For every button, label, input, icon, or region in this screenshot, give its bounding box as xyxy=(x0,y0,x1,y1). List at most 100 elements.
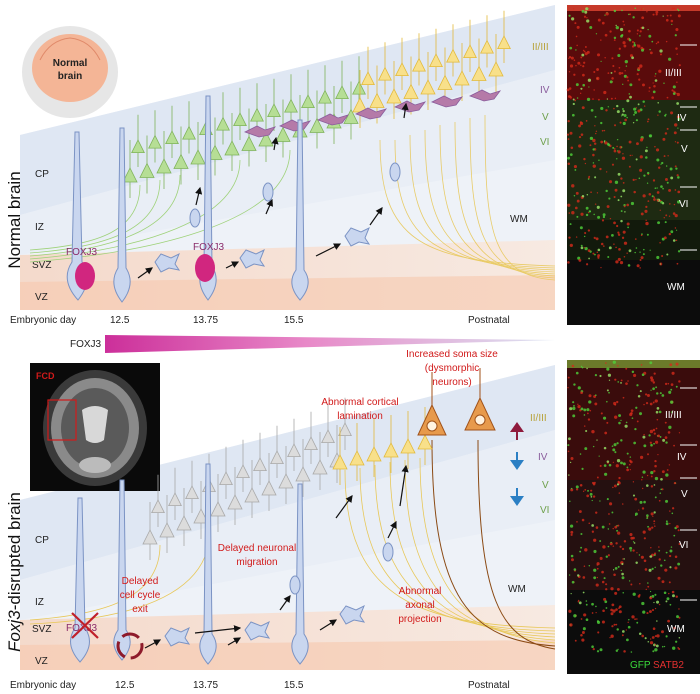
cell-speckle xyxy=(591,612,594,614)
cell-speckle xyxy=(600,242,604,246)
cell-speckle xyxy=(617,172,621,176)
cell-speckle xyxy=(626,452,629,455)
cell-speckle xyxy=(635,561,638,565)
cell-speckle xyxy=(669,14,672,17)
cell-speckle xyxy=(573,568,577,571)
cell-speckle xyxy=(596,205,600,209)
cell-speckle xyxy=(613,39,616,42)
cell-speckle xyxy=(604,472,608,476)
cell-speckle xyxy=(612,545,615,547)
cell-speckle xyxy=(622,462,626,466)
cp-band-b xyxy=(20,365,555,580)
cell-speckle xyxy=(674,123,678,127)
cell-speckle xyxy=(605,189,608,193)
cell-speckle xyxy=(605,583,608,586)
cell-speckle xyxy=(628,38,631,40)
cell-speckle xyxy=(651,636,655,639)
cell-speckle xyxy=(656,407,660,410)
cell-speckle xyxy=(610,541,612,544)
cell-speckle xyxy=(672,594,675,598)
cell-speckle xyxy=(599,500,601,502)
cell-speckle xyxy=(676,8,679,11)
cell-speckle xyxy=(600,106,604,111)
cell-speckle xyxy=(620,439,623,442)
cell-speckle xyxy=(581,638,585,642)
cell-speckle xyxy=(575,49,577,51)
cell-speckle xyxy=(572,98,575,101)
cell-speckle xyxy=(573,404,575,407)
cell-speckle xyxy=(660,564,663,567)
grey-neurons xyxy=(142,397,352,560)
cell-speckle xyxy=(586,408,590,412)
cell-speckle xyxy=(607,72,610,75)
micro-bot-vi: VI xyxy=(679,540,688,551)
cell-speckle xyxy=(588,394,592,398)
cycle-line2: cell cycle xyxy=(120,590,161,601)
cell-speckle xyxy=(649,638,652,640)
cell-speckle xyxy=(584,162,587,165)
cell-speckle xyxy=(638,632,642,635)
timeline-label-b: Embryonic day xyxy=(10,680,76,691)
cell-speckle xyxy=(620,210,623,213)
cell-speckle xyxy=(648,86,651,89)
cell-speckle xyxy=(646,11,648,13)
cell-speckle xyxy=(667,155,669,157)
cell-speckle xyxy=(580,407,584,411)
cell-speckle xyxy=(591,429,595,434)
cell-speckle xyxy=(645,219,647,222)
cell-speckle xyxy=(660,488,663,491)
cell-speckle xyxy=(611,625,614,628)
cell-speckle xyxy=(639,155,643,159)
migrating-cells xyxy=(154,162,401,273)
cell-speckle xyxy=(620,461,623,465)
cell-speckle xyxy=(601,620,605,624)
cell-speckle xyxy=(618,47,621,50)
cell-speckle xyxy=(654,566,656,569)
cell-speckle xyxy=(645,402,649,405)
timeline-postnatal-b: Postnatal xyxy=(468,680,510,691)
cell-speckle xyxy=(661,470,665,474)
green-neuron xyxy=(309,90,325,149)
cell-speckle xyxy=(621,572,624,576)
cell-speckle xyxy=(583,50,586,53)
cell-speckle xyxy=(636,33,639,35)
cell-speckle xyxy=(670,546,673,548)
cell-speckle xyxy=(617,565,620,568)
cell-speckle xyxy=(678,64,681,67)
cell-speckle xyxy=(594,176,597,179)
green-neuron xyxy=(301,69,315,122)
interneurons xyxy=(243,89,502,138)
cell-speckle xyxy=(675,28,679,32)
cell-speckle xyxy=(584,548,588,552)
grey-neuron xyxy=(210,474,226,532)
cell-speckle xyxy=(646,120,649,123)
cell-speckle xyxy=(669,554,672,558)
cell-speckle xyxy=(580,87,583,90)
cell-speckle xyxy=(635,119,639,122)
cell-speckle xyxy=(585,213,589,217)
vz-band-dark xyxy=(20,275,555,310)
cell-speckle xyxy=(668,57,672,61)
cell-speckle xyxy=(590,489,593,492)
cell-speckle xyxy=(673,90,675,93)
annotation-cell-cycle: Delayed cell cycle exit xyxy=(120,576,161,615)
cell-speckle xyxy=(608,180,613,184)
cross-mark xyxy=(71,612,99,639)
cell-speckle xyxy=(663,236,667,240)
cell-speckle xyxy=(651,96,654,99)
foxj3-cell-1 xyxy=(75,262,95,290)
cell-speckle xyxy=(656,600,660,604)
cell-speckle xyxy=(567,203,571,207)
vz-band-dark-b xyxy=(20,640,555,670)
cell-speckle xyxy=(646,514,649,517)
cell-speckle xyxy=(649,402,653,406)
green-neuron xyxy=(258,104,274,162)
cell-speckle xyxy=(643,248,645,251)
cell-speckle xyxy=(628,580,631,582)
cell-speckle xyxy=(656,158,660,162)
cell-speckle xyxy=(593,568,597,572)
cell-speckle xyxy=(602,545,606,549)
cell-speckle xyxy=(639,267,641,269)
cell-speckle xyxy=(678,636,681,639)
cell-speckle xyxy=(594,402,598,406)
